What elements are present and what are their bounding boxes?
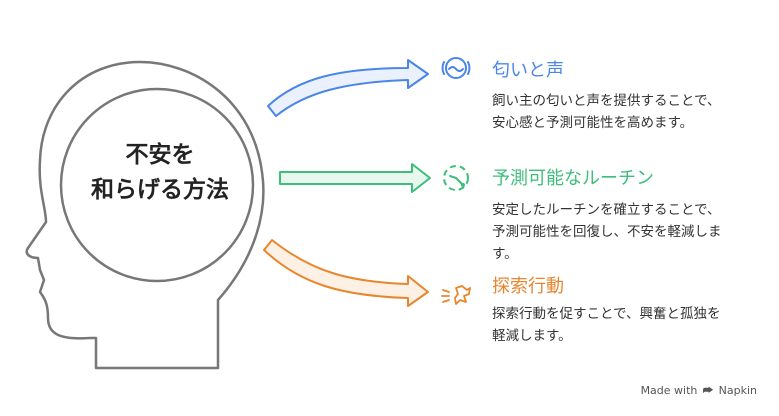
item-title-explore: 探索行動 — [492, 276, 564, 297]
item-desc-explore: 探索行動を促すことで、興奮と孤独を 軽減します。 — [492, 303, 721, 347]
napkin-watermark: Made with ⮫ Napkin — [641, 384, 757, 398]
smell-wave-icon — [441, 57, 471, 79]
watermark-prefix: Made with — [640, 384, 698, 397]
arrow-blue — [267, 59, 429, 117]
item-desc-routine-line1: 安定したルーチンを確立することで、 — [492, 202, 721, 218]
item-desc-routine-line2: 予測可能性を回復し、不安を軽減しま — [492, 224, 722, 240]
item-desc-smell-line2: 安心感と予測可能性を高めます。 — [492, 115, 694, 131]
arrow-green — [279, 163, 431, 193]
item-desc-smell: 飼い主の匂いと声を提供することで、 安心感と予測可能性を高めます。 — [492, 90, 721, 134]
item-desc-explore-line1: 探索行動を促すことで、興奮と孤独を — [492, 306, 721, 322]
item-title-routine: 予測可能なルーチン — [492, 168, 654, 189]
item-desc-explore-line2: 軽減します。 — [492, 328, 572, 344]
center-label-line1: 不安を — [125, 142, 195, 168]
center-label: 不安を 和らげる方法 — [60, 138, 260, 208]
napkin-logo-icon: ⮫ — [702, 384, 714, 397]
arrow-orange — [263, 239, 429, 307]
item-desc-smell-line1: 飼い主の匂いと声を提供することで、 — [492, 93, 721, 109]
brain-circle — [59, 87, 255, 283]
watermark-brand: Napkin — [718, 384, 757, 397]
explore-burst-icon — [441, 285, 471, 305]
center-label-line2: 和らげる方法 — [91, 177, 229, 203]
item-desc-routine: 安定したルーチンを確立することで、 予測可能性を回復し、不安を軽減しま す。 — [492, 199, 722, 265]
item-desc-routine-line3: す。 — [492, 246, 518, 262]
item-title-smell: 匂いと声 — [492, 60, 564, 81]
routine-clock-icon — [443, 165, 469, 191]
